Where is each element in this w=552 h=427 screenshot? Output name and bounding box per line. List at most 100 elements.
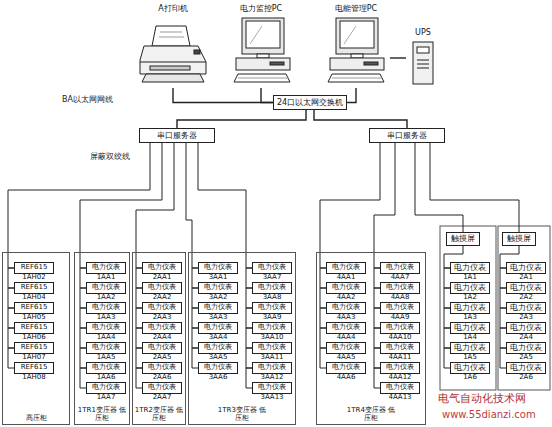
node-label: 电能管理PC: [322, 4, 390, 14]
wire-connector: [173, 88, 273, 103]
meter-box: 电力仪表3AA7: [252, 262, 292, 274]
meter-box: REF6151AH05: [14, 302, 54, 314]
node-label: 电力仪表: [143, 323, 181, 331]
meter-box: 电力仪表4AA7: [380, 262, 420, 274]
meter-box: 电力仪表1AA2: [86, 282, 126, 294]
meter-box: 电力仪表3AA8: [252, 282, 292, 294]
id-label: 1AH08: [9, 373, 59, 381]
node-label: 串口服务器: [373, 129, 441, 142]
id-label: 4AA6: [321, 373, 371, 381]
node-label: 电力仪表: [451, 303, 489, 313]
meter-box: 电力仪表4AA8: [380, 282, 420, 294]
node-label: A打印机: [138, 4, 208, 14]
node-label: 电力仪表: [199, 303, 237, 311]
computer-icon: [234, 18, 290, 82]
meter-box: REF6151AH04: [14, 282, 54, 294]
node-label: 电力仪表: [451, 263, 489, 273]
node-label: 电力仪表: [327, 323, 365, 331]
id-label: 2AA4: [137, 333, 187, 341]
equipment-node: A打印机: [138, 4, 208, 88]
meter-box: 电力仪表4AA4: [326, 322, 366, 334]
node-label: 电力仪表: [143, 263, 181, 271]
id-label: 4AA10: [375, 333, 425, 341]
computer-icon: [328, 18, 384, 82]
id-label: 3AA11: [247, 353, 297, 361]
meter-box: 电力仪表2A2: [506, 282, 546, 294]
watermark: www.55dianzi.com: [442, 409, 536, 421]
node-label: 电力仪表: [143, 303, 181, 311]
cabinet-group: 1TR3变压器 低压柜电力仪表3AA1电力仪表3AA2电力仪表3AA3电力仪表3…: [188, 252, 296, 425]
meter-box: 电力仪表3AA9: [252, 302, 292, 314]
node-label: 电力仪表: [451, 363, 489, 373]
node-label: 电力仪表: [87, 303, 125, 311]
cabinet-group: 1TR4变压器 低压柜电力仪表4AA1电力仪表4AA2电力仪表4AA3电力仪表4…: [316, 252, 426, 425]
node-label: REF615: [15, 343, 53, 351]
meter-box: 电力仪表2AA4: [142, 322, 182, 334]
node-label: 电力仪表: [87, 323, 125, 331]
meter-box: 电力仪表1A5: [450, 342, 490, 354]
meter-box: 电力仪表1A3: [450, 302, 490, 314]
id-label: 1AA3: [81, 313, 131, 321]
meter-box: REF6151AH07: [14, 342, 54, 354]
id-label: 1AA1: [81, 273, 131, 281]
id-label: 1AH02: [9, 273, 59, 281]
id-label: 4AA2: [321, 293, 371, 301]
meter-box: 电力仪表1AA1: [86, 262, 126, 274]
meter-box: 电力仪表3AA3: [198, 302, 238, 314]
wire-connector: [177, 110, 306, 128]
node-label: 电力仪表: [199, 323, 237, 331]
id-label: 2A2: [501, 293, 551, 301]
cable-label: 屏蔽双绞线: [90, 152, 130, 162]
id-label: 2A6: [501, 373, 551, 381]
meter-box: 电力仪表2AA3: [142, 302, 182, 314]
touchscreen-box: 触摸屏: [502, 232, 536, 246]
id-label: 1A3: [445, 313, 495, 321]
id-label: 4AA5: [321, 353, 371, 361]
meter-box: 电力仪表4AA6: [326, 362, 366, 374]
id-label: 2AA2: [137, 293, 187, 301]
equipment-node: 电能管理PC: [322, 4, 390, 88]
node-label: 电力仪表: [507, 263, 545, 273]
node-label: 电力仪表: [87, 283, 125, 291]
server-box: 串口服务器: [369, 128, 445, 143]
meter-box: 电力仪表3AA5: [198, 342, 238, 354]
node-label: 串口服务器: [143, 129, 211, 142]
wire-connector: [8, 143, 150, 268]
touchscreen-cabinet: [498, 226, 550, 390]
id-label: 1AH05: [9, 313, 59, 321]
switch-box: 24口以太网交换机: [273, 95, 347, 110]
wire-connector: [347, 88, 356, 103]
id-label: 3AA10: [247, 333, 297, 341]
node-label: 电力仪表: [381, 303, 419, 311]
meter-box: 电力仪表4AA1: [326, 262, 366, 274]
id-label: 3AA5: [193, 353, 243, 361]
node-label: 电力仪表: [143, 383, 181, 391]
node-label: 电力仪表: [507, 323, 545, 333]
node-label: REF615: [15, 323, 53, 331]
wire-connector: [390, 57, 406, 58]
watermark: 电气自动化技术网: [438, 392, 526, 405]
meter-box: 电力仪表4AA2: [326, 282, 366, 294]
id-label: 4AA4: [321, 333, 371, 341]
id-label: 3AA13: [247, 393, 297, 401]
wire-connector: [80, 143, 162, 268]
node-label: 电力仪表: [253, 343, 291, 351]
meter-box: 电力仪表4AA12: [380, 362, 420, 374]
id-label: 1AH07: [9, 353, 59, 361]
id-label: 4AA11: [375, 353, 425, 361]
node-label: 电力仪表: [199, 343, 237, 351]
printer-icon: [140, 26, 206, 82]
equipment-node: UPS: [406, 28, 440, 88]
id-label: 2AA1: [137, 273, 187, 281]
meter-box: REF6151AH06: [14, 322, 54, 334]
meter-box: 电力仪表3AA4: [198, 322, 238, 334]
cabinet-group: 高压柜REF6151AH02REF6151AH04REF6151AH05REF6…: [2, 252, 70, 425]
id-label: 1AA6: [81, 373, 131, 381]
meter-box: 电力仪表1A6: [450, 362, 490, 374]
wire-connector: [430, 143, 519, 232]
meter-box: 电力仪表3AA11: [252, 342, 292, 354]
id-label: 1AA7: [81, 393, 131, 401]
meter-box: 电力仪表4AA3: [326, 302, 366, 314]
id-label: 3AA6: [193, 373, 243, 381]
